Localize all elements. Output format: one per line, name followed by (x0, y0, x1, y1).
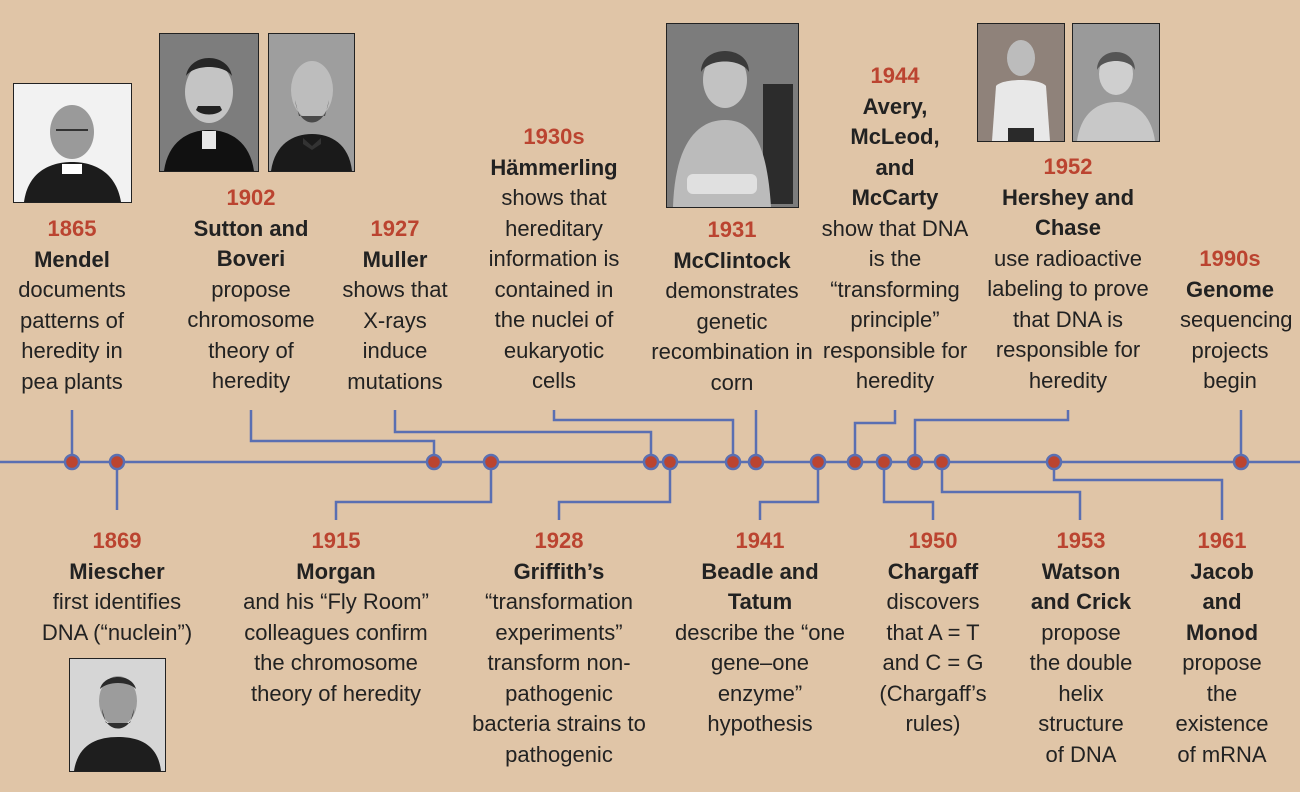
event-year: 1902 (226, 185, 276, 210)
sutton-portrait (159, 33, 259, 172)
event-year: 1941 (735, 528, 785, 553)
event-morgan: 1915 Morgan and his “Fly Room” colleague… (236, 526, 436, 709)
event-name: Genome (1185, 276, 1275, 302)
event-year: 1953 (1056, 528, 1106, 553)
event-name: McClintock (673, 247, 791, 273)
connector-hammerling (552, 410, 735, 462)
event-year: 1915 (311, 528, 361, 553)
connector-muller (393, 410, 653, 462)
event-year: 1928 (534, 528, 584, 553)
event-description: documents patterns of heredity in pea pl… (18, 277, 126, 394)
dot-beadle-tatum (809, 453, 827, 471)
dot-morgan (482, 453, 500, 471)
chase-portrait (1072, 23, 1160, 142)
event-year: 1961 (1197, 528, 1247, 553)
dot-genome (1232, 453, 1250, 471)
miescher-portrait (69, 658, 166, 772)
dot-sutton-boveri (425, 453, 443, 471)
event-muller: 1927 Muller shows that X-rays induce mut… (295, 214, 495, 397)
event-name: Sutton and Boveri (193, 215, 309, 272)
dot-mendel (63, 453, 81, 471)
connector-sutton-boveri (249, 410, 436, 462)
event-year: 1944 (870, 63, 920, 88)
event-jacob-monod: 1961 Jacob and Monod propose the existen… (1122, 526, 1300, 770)
event-griffith: 1928 Griffith’s “transformation experime… (459, 526, 659, 770)
hershey-portrait (977, 23, 1065, 142)
event-description: “transformation experiments” transform n… (472, 589, 646, 767)
event-name: Jacob and Monod (1185, 558, 1259, 645)
connector-morgan (334, 462, 493, 520)
event-mendel: 1865 Mendel documents patterns of heredi… (0, 214, 172, 397)
event-year: 1990s (1199, 246, 1261, 271)
event-year: 1869 (92, 528, 142, 553)
connector-avery (853, 410, 897, 462)
dot-hammerling (724, 453, 742, 471)
mcclintock-portrait (666, 23, 799, 208)
event-description: shows that X-rays induce mutations (342, 277, 448, 394)
connector-beadle-tatum (758, 462, 820, 520)
event-description: propose the existence of mRNA (1175, 650, 1269, 767)
event-hammerling: 1930s Hämmerling shows that hereditary i… (454, 122, 654, 397)
event-description: first identifies DNA (“nuclein”) (41, 589, 193, 645)
dot-watson-crick (933, 453, 951, 471)
event-chargaff: 1950 Chargaff discovers that A = T and C… (833, 526, 1033, 740)
boveri-portrait (268, 33, 355, 172)
event-hershey-chase: 1952 Hershey and Chase use radioactive l… (968, 152, 1168, 396)
connector-chargaff (882, 462, 935, 520)
event-name: Chargaff (887, 558, 979, 584)
connector-hershey-chase (913, 410, 1070, 462)
event-beadle-tatum: 1941 Beadle and Tatum describe the “one … (660, 526, 860, 740)
connector-jacob-monod (1052, 462, 1224, 520)
event-name: Beadle and Tatum (701, 558, 819, 615)
dot-avery (846, 453, 864, 471)
event-name: Hämmerling (490, 154, 618, 180)
event-description: discovers that A = T and C = G (Chargaff… (879, 589, 987, 736)
event-avery: 1944 Avery, McLeod, and McCarty show tha… (795, 61, 995, 397)
event-year: 1950 (908, 528, 958, 553)
event-description: sequencing projects begin (1180, 307, 1293, 393)
event-name: Watson and Crick (1030, 558, 1132, 615)
event-genome: 1990s Genome sequencing projects begin (1130, 244, 1300, 397)
dot-jacob-monod (1045, 453, 1063, 471)
event-name: Hershey and Chase (1001, 184, 1135, 241)
mendel-portrait (13, 83, 132, 203)
event-name: Morgan (296, 558, 376, 584)
event-description: shows that hereditary information is con… (488, 185, 620, 393)
dot-chargaff (875, 453, 893, 471)
event-year: 1927 (370, 216, 420, 241)
event-description: describe the “one gene–one enzyme” hypot… (675, 619, 845, 737)
event-description: and his “Fly Room” colleagues confirm th… (243, 589, 429, 706)
event-name: Mendel (34, 246, 110, 272)
event-year: 1930s (523, 124, 585, 149)
connector-griffith (557, 462, 672, 520)
dot-griffith (661, 453, 679, 471)
event-description: propose chromosome theory of heredity (187, 276, 315, 394)
dot-muller (642, 453, 660, 471)
event-miescher: 1869 Miescher first identifies DNA (“nuc… (17, 526, 217, 648)
event-mcclintock: 1931 McClintock demonstrates genetic rec… (632, 215, 832, 398)
event-description: use radioactive labeling to prove that D… (987, 245, 1149, 393)
event-sutton-boveri: 1902 Sutton and Boveri propose chromosom… (151, 183, 351, 397)
event-year: 1931 (707, 217, 757, 242)
event-description: propose the double helix structure of DN… (1029, 619, 1133, 767)
dot-hershey-chase (906, 453, 924, 471)
dot-mcclintock (747, 453, 765, 471)
event-watson-crick: 1953 Watson and Crick propose the double… (981, 526, 1181, 770)
event-year: 1865 (47, 216, 97, 241)
event-year: 1952 (1043, 154, 1093, 179)
event-name: Muller (362, 246, 428, 272)
event-name: Miescher (69, 558, 165, 584)
connector-watson-crick (940, 462, 1082, 520)
event-name: Griffith’s (513, 558, 605, 584)
event-description: demonstrates genetic recombination in co… (651, 278, 813, 395)
event-name: Avery, McLeod, and McCarty (850, 93, 940, 211)
dot-miescher (108, 453, 126, 471)
event-description: show that DNA is the “transforming princ… (821, 215, 969, 394)
